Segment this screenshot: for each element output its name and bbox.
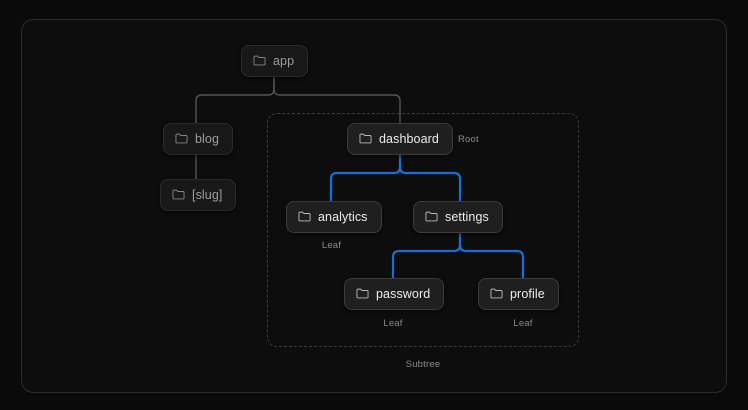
folder-icon xyxy=(490,288,503,299)
tree-node-label: [slug] xyxy=(192,188,223,202)
tree-node-label: app xyxy=(273,54,295,68)
tree-node-settings[interactable]: settings xyxy=(413,201,503,233)
folder-icon xyxy=(425,211,438,222)
subtree-region xyxy=(267,113,579,347)
tree-node-label: password xyxy=(376,287,431,301)
tree-node-label: blog xyxy=(195,132,220,146)
tree-node-analytics[interactable]: analytics xyxy=(286,201,382,233)
tree-node-label: profile xyxy=(510,287,545,301)
folder-icon xyxy=(172,189,185,200)
tree-node-app[interactable]: app xyxy=(241,45,309,77)
tree-node-dashboard[interactable]: dashboard xyxy=(347,123,453,155)
leaf-tag-password: Leaf xyxy=(383,318,403,329)
subtree-caption: Subtree xyxy=(405,359,441,370)
leaf-tag-analytics: Leaf xyxy=(321,240,342,251)
tree-node-label: analytics xyxy=(318,210,368,224)
tree-node-slug[interactable]: [slug] xyxy=(160,179,237,211)
root-tag: Root xyxy=(458,134,479,145)
tree-node-profile[interactable]: profile xyxy=(478,278,559,310)
folder-icon xyxy=(359,133,372,144)
tree-node-blog[interactable]: blog xyxy=(163,123,234,155)
folder-icon xyxy=(175,133,188,144)
tree-node-password[interactable]: password xyxy=(344,278,445,310)
leaf-tag-profile: Leaf xyxy=(513,318,533,329)
folder-icon xyxy=(356,288,369,299)
tree-node-label: settings xyxy=(445,210,489,224)
folder-icon xyxy=(253,55,266,66)
tree-node-label: dashboard xyxy=(379,132,439,146)
folder-icon xyxy=(298,211,311,222)
